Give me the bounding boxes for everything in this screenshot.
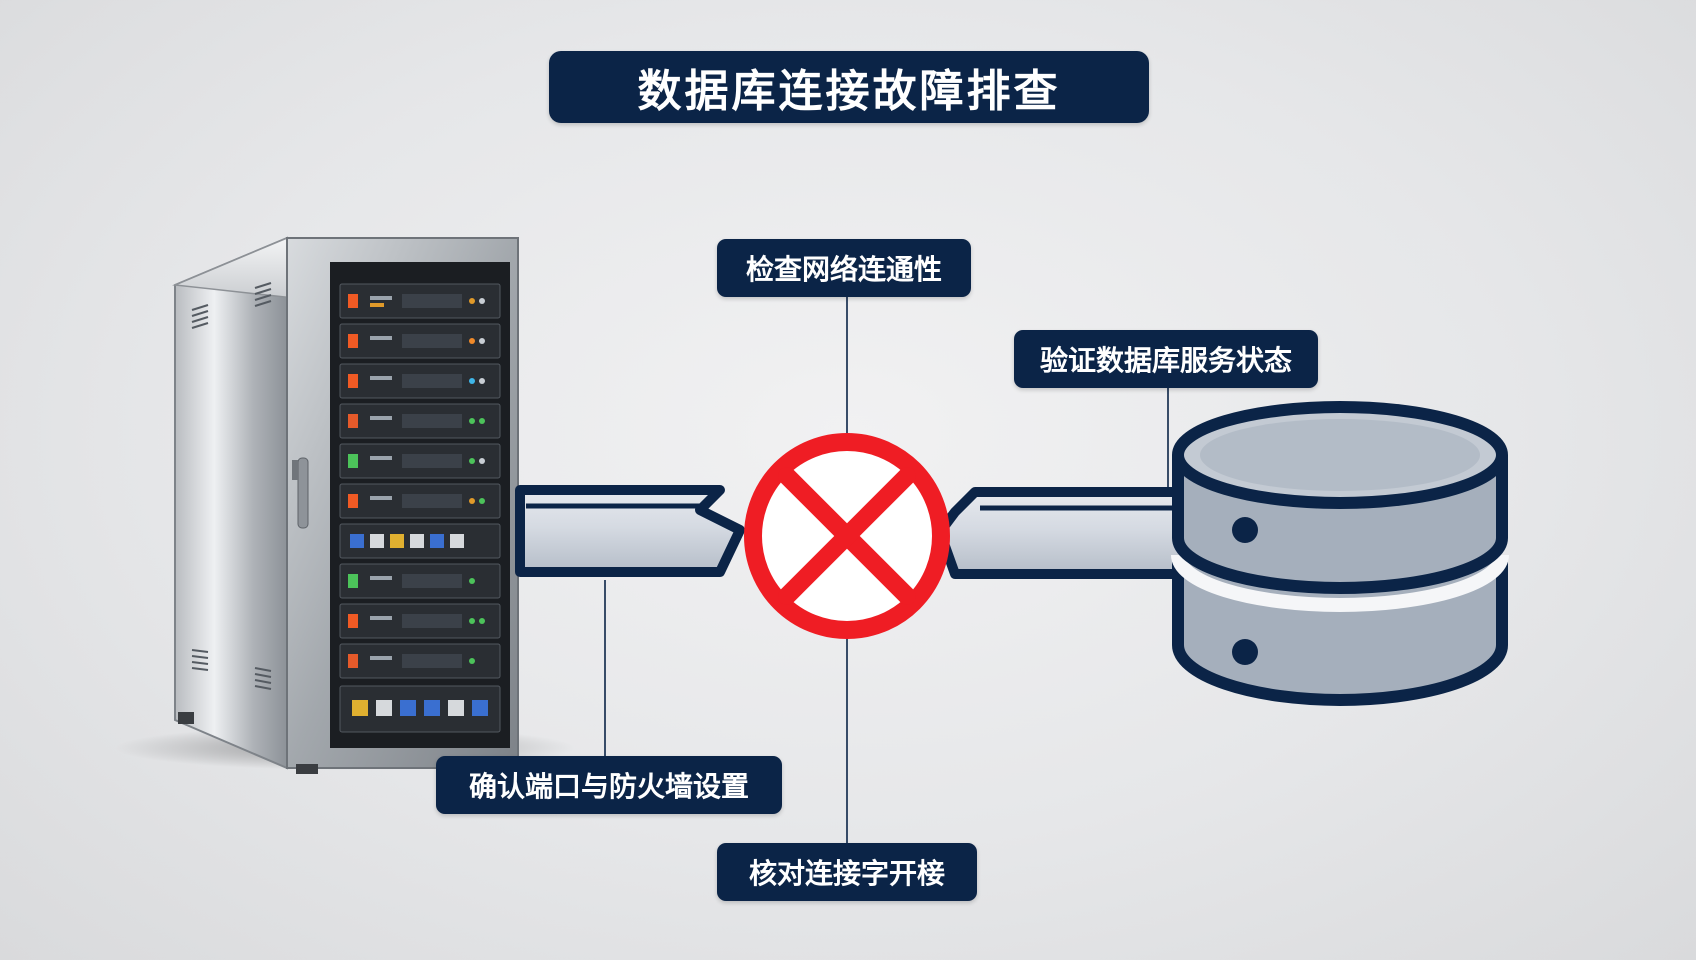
- label-db-service-check: 验证数据库服务状态: [1014, 330, 1318, 388]
- diagram-title-text: 数据库连接故障排查: [637, 66, 1061, 117]
- database-icon: [1171, 401, 1509, 706]
- label-network-check: 检查网络连通性: [717, 239, 971, 297]
- label-port-firewall: 确认端口与防火墙设置: [436, 756, 782, 814]
- label-db-service-check-text: 验证数据库服务状态: [1039, 344, 1292, 377]
- connector-lines: [604, 297, 1169, 843]
- label-port-firewall-text: 确认端口与防火墙设置: [468, 770, 749, 803]
- label-connection-string-text: 核对连接字开椄: [748, 857, 945, 890]
- blocked-connection-icon: [744, 433, 950, 639]
- cable-right: [935, 487, 1190, 579]
- label-connection-string: 核对连接字开椄: [717, 843, 977, 901]
- label-network-check-text: 检查网络连通性: [745, 253, 942, 286]
- diagram-title: 数据库连接故障排查: [549, 51, 1149, 123]
- server-rack-icon: [115, 236, 575, 774]
- cable-left: [515, 485, 745, 577]
